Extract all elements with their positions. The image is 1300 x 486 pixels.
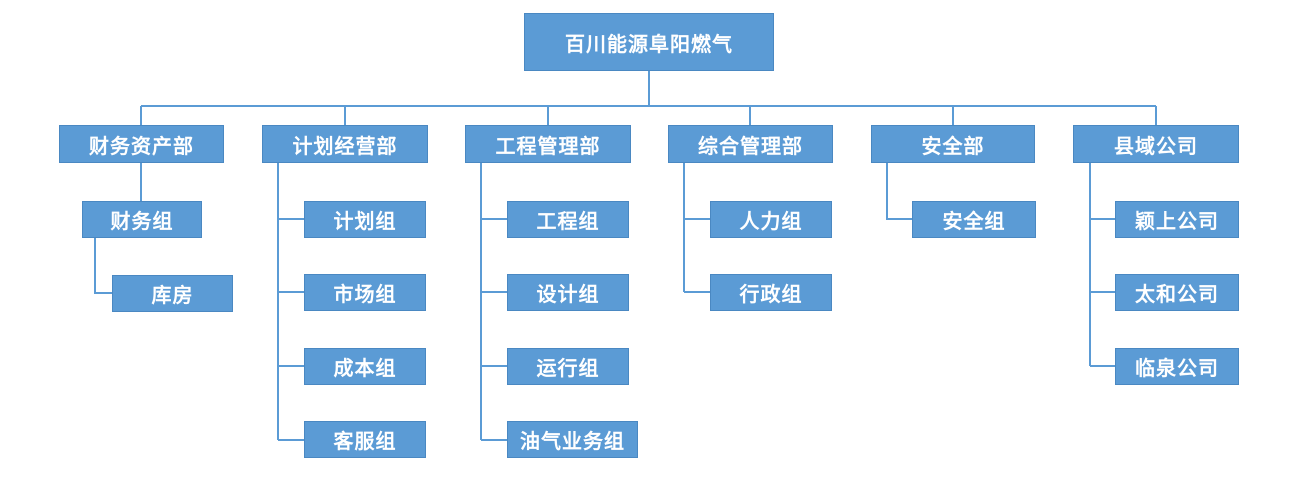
engineering-connector [480, 163, 507, 441]
dept-admin-box: 综合管理部 [668, 125, 833, 163]
admin-connector [683, 163, 710, 293]
dept-engineering-box: 工程管理部 [465, 125, 631, 163]
dept-planning-box: 计划经营部 [262, 125, 428, 163]
company-linquan-box: 临泉公司 [1115, 348, 1239, 385]
warehouse-connector [94, 238, 112, 294]
county-connector [1089, 163, 1115, 367]
group-market-box: 市场组 [304, 274, 426, 311]
org-root-box: 百川能源阜阳燃气 [524, 13, 774, 71]
company-taihe-box: 太和公司 [1115, 274, 1239, 311]
group-hr-box: 人力组 [710, 201, 832, 238]
dept-safety-box: 安全部 [871, 125, 1035, 163]
dept-county-box: 县域公司 [1073, 125, 1239, 163]
group-engineering-box: 工程组 [507, 201, 629, 238]
group-oil-gas-box: 油气业务组 [507, 421, 638, 458]
group-operation-box: 运行组 [507, 348, 629, 385]
group-plan-box: 计划组 [304, 201, 426, 238]
group-design-box: 设计组 [507, 274, 629, 311]
dept-finance-box: 财务资产部 [59, 125, 224, 163]
safety-connector [886, 163, 912, 220]
group-finance-box: 财务组 [82, 201, 202, 238]
company-yingshang-box: 颖上公司 [1115, 201, 1239, 238]
group-safety-box: 安全组 [912, 201, 1036, 238]
group-cost-box: 成本组 [304, 348, 426, 385]
group-admin-box: 行政组 [710, 274, 832, 311]
group-service-box: 客服组 [304, 421, 426, 458]
subgroup-warehouse-box: 库房 [112, 275, 233, 312]
planning-connector [277, 163, 304, 441]
